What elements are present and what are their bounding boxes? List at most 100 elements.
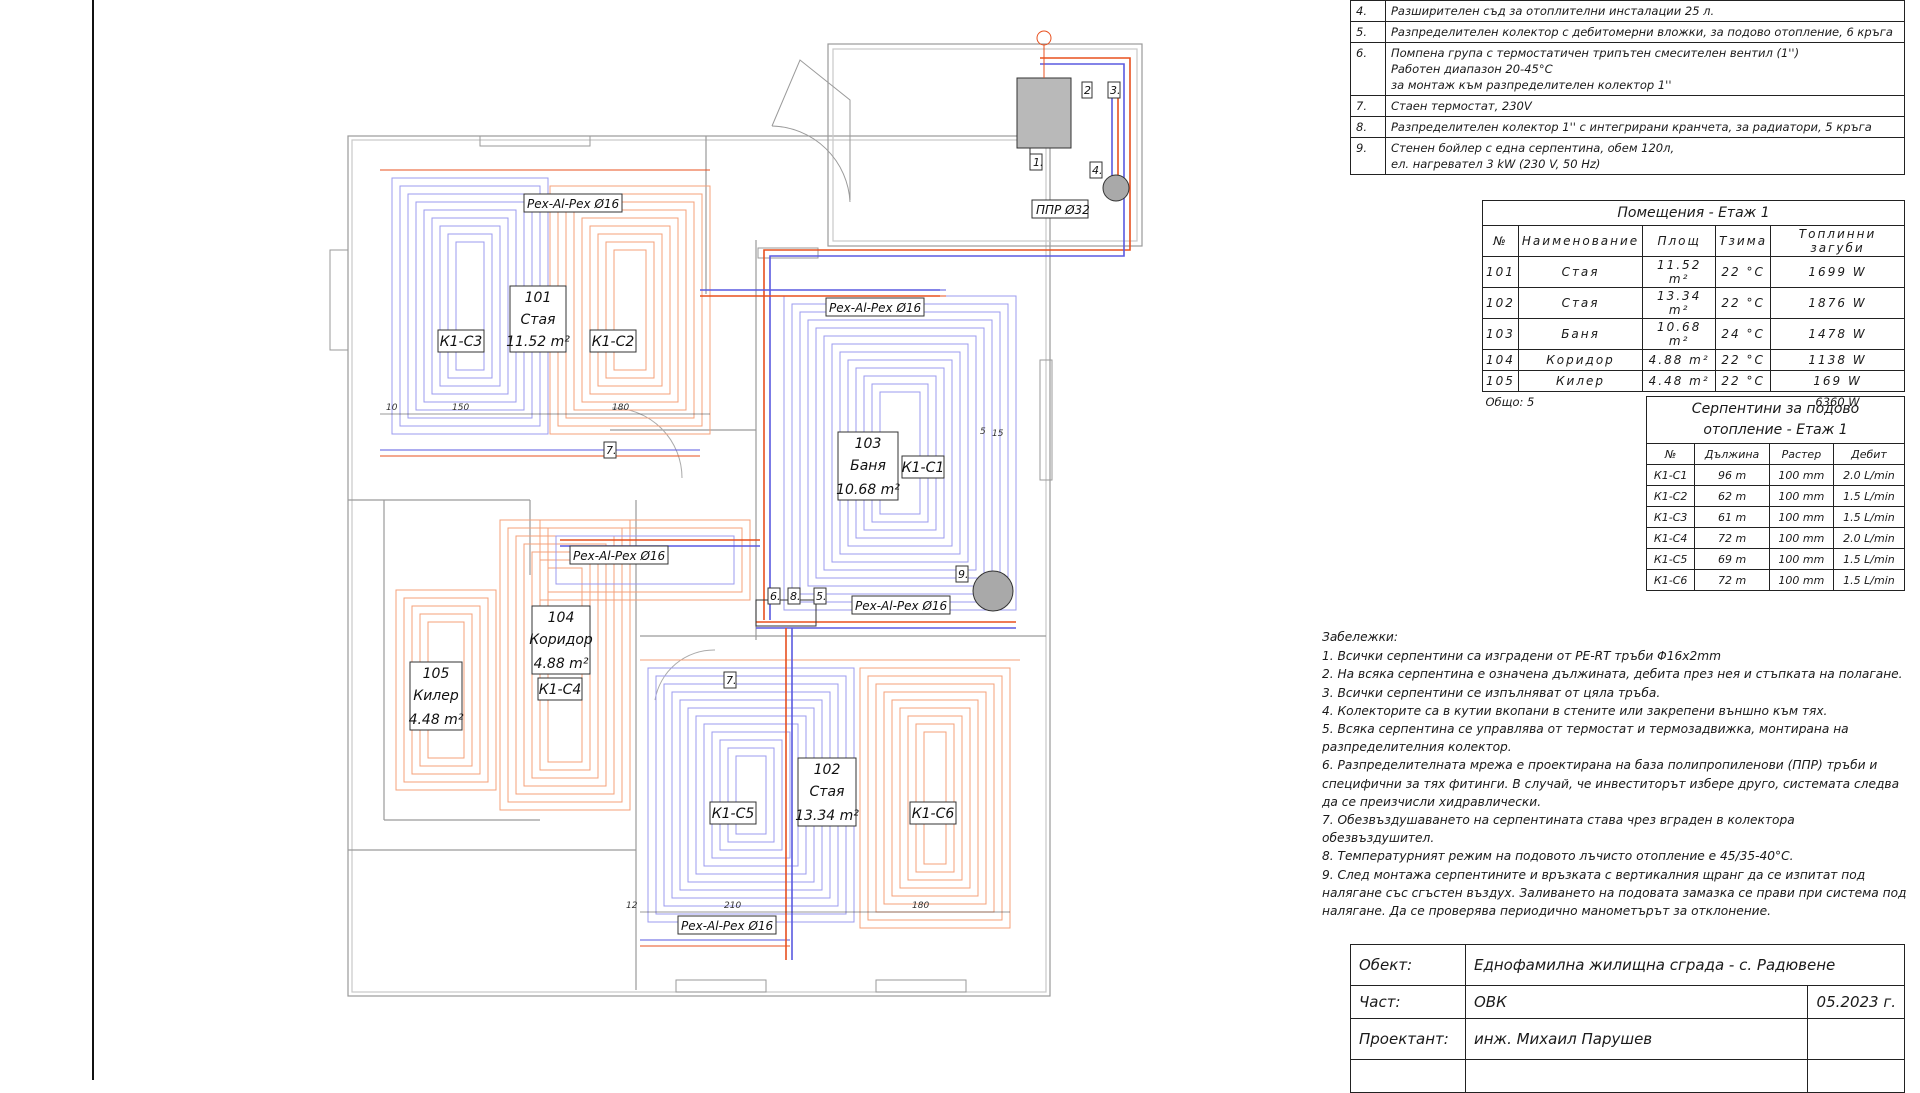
note-item: 6. Разпределителната мрежа е проектирана… [1322,758,1900,809]
rooms-header-cell: № [1482,225,1519,257]
legend-line: Помпена група с термостатичен трипътен с… [1391,46,1800,60]
equip-tag-9: 9. [958,568,969,581]
svg-text:104: 104 [548,610,575,626]
ppr-label: ППР Ø32 [1036,203,1090,217]
legend-row-number: 8. [1350,116,1386,138]
svg-text:Стая: Стая [521,312,556,328]
note-item: 5. Всяка серпентина се управлява от терм… [1322,722,1849,755]
note-item: 2. На всяка серпентина е означена дължин… [1322,667,1903,682]
expansion-vessel [1102,174,1130,202]
floor-plan: 1. 2 3. 4. 5. 6. 7. 7. 8. 9. ППР Ø32 Pex… [329,30,1143,997]
rooms-cell: 4.88 m² [1642,349,1717,371]
equip-tag-8: 8. [790,590,801,603]
part-value: ОВК [1465,985,1808,1019]
svg-text:13.34 m²: 13.34 m² [795,808,859,824]
circuits-table: Серпентини за подово отопление - Етаж 1 … [1645,396,1906,591]
equipment-tags: 1. 2 3. 4. 5. 6. 7. 7. 8. 9. [603,81,1121,689]
object-value: Еднофамилна жилищна сграда - с. Радювене [1465,944,1905,986]
equip-tag-5: 5. [816,590,827,603]
windows [329,135,1053,993]
room-101-circuits [380,169,711,457]
room-labels: 101 Стая 11.52 m² 103 Баня 10.68 m² 104 … [409,285,900,827]
circuit-tag-c2: К1-С2 [592,334,635,350]
room-105-label: 105 Килер 4.48 m² [409,661,464,731]
part-label: Част: [1350,985,1466,1019]
rooms-cell: 13.34 m² [1642,287,1717,319]
rooms-table-title: Помещения - Етаж 1 [1482,200,1905,226]
note-item: 3. Всички серпентини се изпълняват от ця… [1322,685,1661,700]
designer-label: Проектант: [1350,1018,1466,1060]
circuits-cell: 2.0 L/min [1832,527,1906,549]
equip-tag-3: 3. [1110,84,1121,97]
equip-tag-1: 1. [1033,156,1044,169]
legend-row-number: 9. [1350,137,1386,175]
rooms-cell: 10.68 m² [1642,318,1717,350]
legend-row-text: Разпределителен колектор с дебитомерни в… [1385,21,1905,43]
legend-line: Разпределителен колектор 1'' с интегрира… [1391,120,1872,134]
legend-line: Разширителен съд за отоплителни инсталац… [1391,4,1715,18]
circuits-cell: 100 mm [1768,548,1834,570]
rooms-cell: 24 °C [1715,318,1772,350]
circuits-title-line2: отопление - Етаж 1 [1703,422,1848,438]
legend-row-number: 6. [1350,42,1386,96]
dimension-marks: 150 180 210 180 10 12 15 5 [380,403,1010,913]
rooms-cell: Баня [1517,318,1644,350]
legend-row-text: Разпределителен колектор 1'' с интегрира… [1385,116,1905,138]
pipe-label-102: Pex-Al-Pex Ø16 [681,919,774,933]
circuits-cell: К1-С6 [1645,569,1696,591]
manifold-group [755,599,817,627]
circuits-cell: 100 mm [1768,485,1834,507]
door-arc [771,125,851,203]
title-block: Обект: Еднофамилна жилищна сграда - с. Р… [1350,944,1905,1093]
legend-line: за монтаж към разпределителен колектор 1… [1391,78,1672,92]
circuit-tag-c6: К1-С6 [912,806,955,822]
rooms-cell: 101 [1482,256,1519,288]
legend-row-number: 4. [1350,0,1386,22]
circuit-tag-c3: К1-С3 [440,334,483,350]
room-102-label: 102 Стая 13.34 m² [795,757,859,827]
designer-value: инж. Михаил Парушев [1465,1018,1808,1060]
notes-title: Забележки: [1322,630,1398,644]
legend-line: Разпределителен колектор с дебитомерни в… [1391,25,1893,39]
svg-text:101: 101 [525,290,552,306]
circuits-table-title: Серпентини за подово отопление - Етаж 1 [1646,396,1905,444]
circuits-cell: 100 mm [1768,506,1834,528]
equip-tag-4: 4. [1092,164,1103,177]
water-heater-tank [972,570,1014,612]
legend-line: Стаен термостат, 230V [1391,99,1532,113]
legend-row: 5. Разпределителен колектор с дебитомерни… [1350,21,1905,43]
svg-text:103: 103 [855,436,882,452]
rooms-cell: 169 W [1770,370,1905,392]
equip-tag-7: 7. [726,674,737,687]
svg-text:11.52 m²: 11.52 m² [506,334,570,350]
svg-text:102: 102 [814,762,841,778]
svg-text:Коридор: Коридор [529,632,593,648]
dim-180: 180 [612,403,629,413]
rooms-cell: 103 [1482,318,1519,350]
circuits-cell: К1-С2 [1645,485,1696,507]
rooms-cell: 22 °C [1715,349,1772,371]
dim-150: 150 [452,403,469,413]
legend-row-number: 7. [1350,95,1386,117]
svg-text:4.48 m²: 4.48 m² [409,712,464,728]
legend-row-number: 5. [1350,21,1386,43]
legend-line: Работен диапазон 20-45°С [1391,62,1553,76]
notes-block: Забележки: 1. Всички серпентини са изгра… [1322,628,1907,920]
dim-12: 12 [626,901,638,911]
sheet-left-border [92,0,94,1080]
circuits-cell: К1-С5 [1645,548,1696,570]
legend-line: Стенен бойлер с една серпентина, обем 12… [1391,141,1675,155]
svg-text:4.88 m²: 4.88 m² [534,656,589,672]
note-item: 7. Обезвъздушаването на серпентината ста… [1322,813,1795,846]
legend-row-text: Стенен бойлер с една серпентина, обем 12… [1385,137,1905,175]
rooms-cell: Килер [1517,370,1644,392]
rooms-cell: 4.48 m² [1642,370,1717,392]
